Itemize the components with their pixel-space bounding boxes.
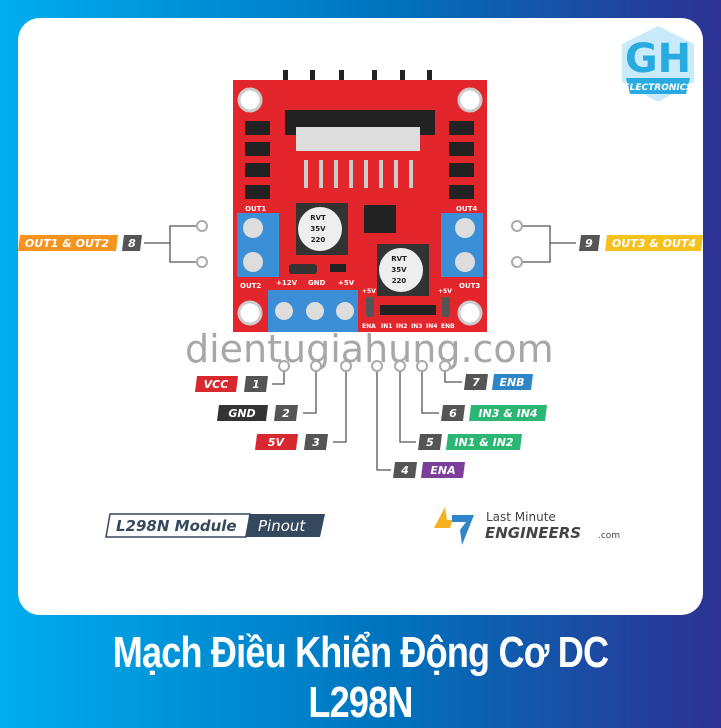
header-enb: ENB — [441, 323, 455, 330]
svg-text:ENGINEERS: ENGINEERS — [485, 524, 581, 542]
module-pinout-badge: L298N Module Pinout — [105, 513, 325, 538]
svg-text:IN1 & IN2: IN1 & IN2 — [454, 436, 514, 449]
diodes-left — [245, 121, 270, 199]
jumper — [289, 264, 317, 274]
cap-text: RVT — [391, 255, 407, 263]
jumper-label-ena: +5V — [362, 288, 376, 295]
svg-text:Pinout: Pinout — [258, 517, 306, 535]
svg-text:VCC: VCC — [204, 378, 229, 391]
svg-text:2: 2 — [282, 407, 290, 420]
svg-text:GND: GND — [228, 407, 255, 420]
header-in3: IN3 — [411, 323, 422, 330]
jumper-label-enb: +5V — [438, 288, 452, 295]
svg-text:7: 7 — [472, 376, 480, 389]
cap-text: RVT — [310, 214, 326, 222]
regulator — [364, 205, 396, 233]
gh-electronics-logo: GH ELECTRONICS — [622, 26, 694, 102]
svg-text:L298N Module: L298N Module — [116, 517, 237, 535]
l298n-chip — [296, 127, 420, 151]
pin-5-in1-in2: 5 IN1 & IN2 — [418, 434, 522, 450]
svg-text:8: 8 — [128, 237, 136, 250]
label-out4: OUT4 — [456, 205, 477, 213]
cap-text: 35V — [391, 266, 407, 274]
svg-text:ENA: ENA — [430, 464, 455, 477]
svg-text:6: 6 — [449, 407, 457, 420]
svg-text:.com: .com — [598, 531, 620, 541]
pin-3-5v: 5V 3 — [255, 434, 328, 450]
last-minute-engineers-logo: Last Minute ENGINEERS .com — [434, 507, 620, 545]
pin-7-enb: 7 ENB — [464, 374, 533, 390]
pin-8-out1-out2: OUT1 & OUT2 8 — [18, 235, 142, 251]
svg-text:5V: 5V — [268, 436, 286, 449]
pin-2-gnd: GND 2 — [217, 405, 298, 421]
pin-1-vcc: VCC 1 — [195, 376, 268, 392]
pin-6-in3-in4: 6 IN3 & IN4 — [441, 405, 547, 421]
label-5v: +5V — [338, 279, 355, 287]
header-in2: IN2 — [396, 323, 407, 330]
page-title: Mạch Điều Khiển Động Cơ DC L298N — [112, 628, 609, 727]
watermark: dientugiahung.com — [185, 327, 554, 371]
svg-text:OUT3 & OUT4: OUT3 & OUT4 — [612, 237, 696, 250]
header-in1: IN1 — [381, 323, 392, 330]
label-out2: OUT2 — [240, 282, 261, 290]
pin-9-out3-out4: 9 OUT3 & OUT4 — [579, 235, 703, 251]
mounting-holes — [237, 87, 483, 326]
label-out3: OUT3 — [459, 282, 480, 290]
svg-text:OUT1 & OUT2: OUT1 & OUT2 — [25, 237, 109, 250]
capacitor — [296, 203, 429, 296]
svg-text:5: 5 — [426, 436, 434, 449]
terminal-out3-out4 — [441, 213, 483, 277]
svg-text:ELECTRONICS: ELECTRONICS — [623, 83, 692, 93]
svg-text:IN3 & IN4: IN3 & IN4 — [478, 407, 537, 420]
svg-text:1: 1 — [252, 378, 260, 391]
cap-text: 35V — [310, 225, 326, 233]
cap-text: 220 — [392, 277, 407, 285]
label-out1: OUT1 — [245, 205, 266, 213]
terminal-out1-out2 — [237, 213, 279, 277]
cap-text: 220 — [311, 236, 326, 244]
svg-text:Last Minute: Last Minute — [486, 510, 556, 524]
pin-markers — [196, 220, 523, 372]
label-12v: +12V — [276, 279, 298, 287]
pin-4-ena: 4 ENA — [393, 462, 465, 478]
svg-text:ENB: ENB — [499, 376, 524, 389]
svg-text:9: 9 — [585, 237, 593, 250]
label-gnd: GND — [308, 279, 326, 287]
svg-text:GH: GH — [625, 36, 691, 82]
header-in4: IN4 — [426, 323, 437, 330]
header-pins — [366, 297, 450, 317]
svg-text:4: 4 — [400, 464, 409, 477]
diodes-right — [449, 121, 474, 199]
terminal-power — [268, 290, 358, 332]
bolt-icon — [434, 507, 453, 528]
svg-text:3: 3 — [312, 436, 320, 449]
header-ena: ENA — [362, 323, 376, 330]
